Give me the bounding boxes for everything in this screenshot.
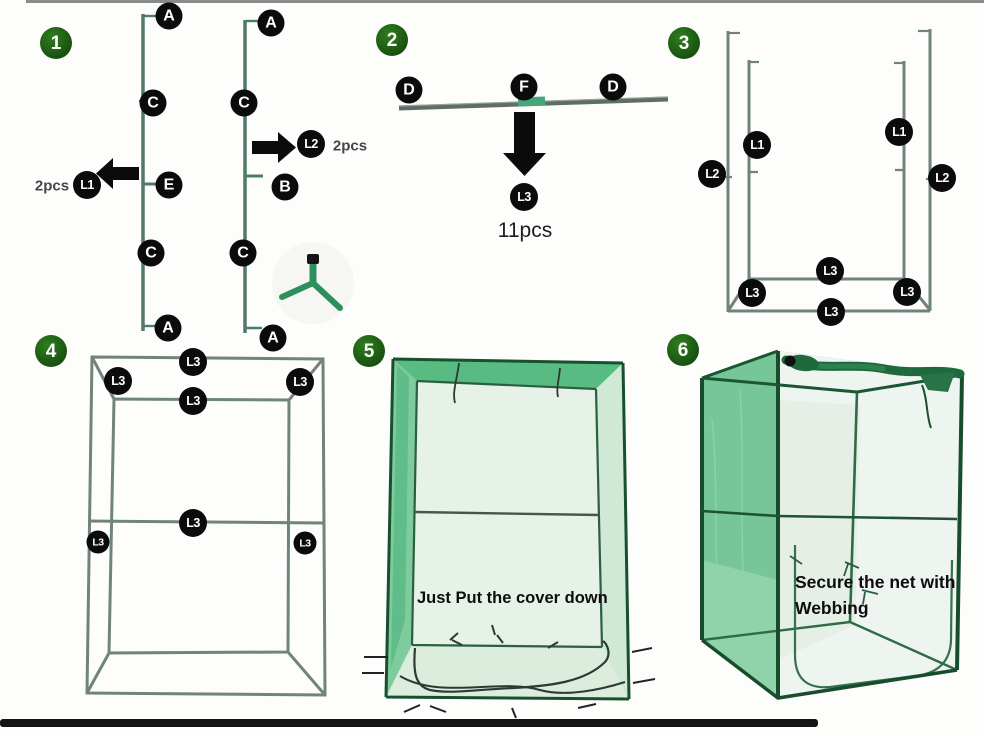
quantity-label-l1: 2pcs (34, 177, 70, 195)
step-6-number: 6 (667, 334, 699, 366)
part-badge-d: D (395, 76, 423, 104)
step-1-number: 1 (40, 27, 72, 59)
corner-connector-inset (272, 242, 354, 324)
part-badge-l1: L1 (743, 131, 771, 159)
part-badge-e: E (155, 171, 183, 199)
arrow-left-icon (96, 158, 139, 189)
part-badge-a: A (259, 324, 287, 352)
part-badge-f: F (510, 73, 538, 101)
part-badge-l3: L3 (510, 183, 538, 211)
part-badge-l3: L3 (104, 367, 132, 395)
step-2-number: 2 (376, 24, 408, 56)
step6-finished-cage (700, 349, 965, 700)
part-badge-l3: L3 (893, 278, 921, 306)
part-badge-l3: L3 (86, 530, 110, 554)
part-badge-l3: L3 (816, 257, 844, 285)
part-badge-l2: L2 (297, 130, 325, 158)
step2-pole-diagram (398, 96, 669, 176)
top-rule-line (26, 0, 984, 3)
step5-caption: Just Put the cover down (417, 589, 608, 607)
part-badge-l3: L3 (179, 348, 207, 376)
part-badge-l2: L2 (698, 160, 726, 188)
part-badge-l3: L3 (179, 387, 207, 415)
part-badge-b: B (271, 173, 299, 201)
part-badge-c: C (139, 89, 167, 117)
arrow-down-icon (514, 112, 535, 153)
step1-insert-arrows (96, 132, 296, 189)
step5-covered-cage (362, 357, 656, 719)
part-badge-c: C (230, 89, 258, 117)
part-badge-l3: L3 (286, 368, 314, 396)
part-badge-a: A (154, 314, 182, 342)
quantity-label-l2: 2pcs (332, 137, 368, 155)
step-3-number: 3 (668, 27, 700, 59)
quantity-label-l3: 11pcs (497, 219, 553, 242)
bottom-rule-bar (0, 719, 818, 727)
step1-poles-diagram (139, 14, 263, 333)
step6-caption-line1: Secure the net with (795, 572, 956, 592)
part-badge-a: A (257, 9, 285, 37)
part-badge-l3: L3 (293, 531, 317, 555)
part-badge-d: D (599, 73, 627, 101)
part-badge-l2: L2 (928, 164, 956, 192)
part-badge-a: A (155, 2, 183, 30)
part-badge-l3: L3 (817, 298, 845, 326)
part-badge-l1: L1 (885, 118, 913, 146)
part-badge-l3: L3 (179, 509, 207, 537)
arrow-right-icon (252, 132, 296, 163)
part-badge-l3: L3 (738, 279, 766, 307)
part-badge-c: C (137, 239, 165, 267)
step-5-number: 5 (353, 335, 385, 367)
part-badge-c: C (229, 239, 257, 267)
part-badge-l1: L1 (73, 171, 101, 199)
step-4-number: 4 (35, 335, 67, 367)
step6-caption-line2: Webbing (795, 598, 869, 618)
step3-base-frame-diagram (724, 29, 934, 313)
